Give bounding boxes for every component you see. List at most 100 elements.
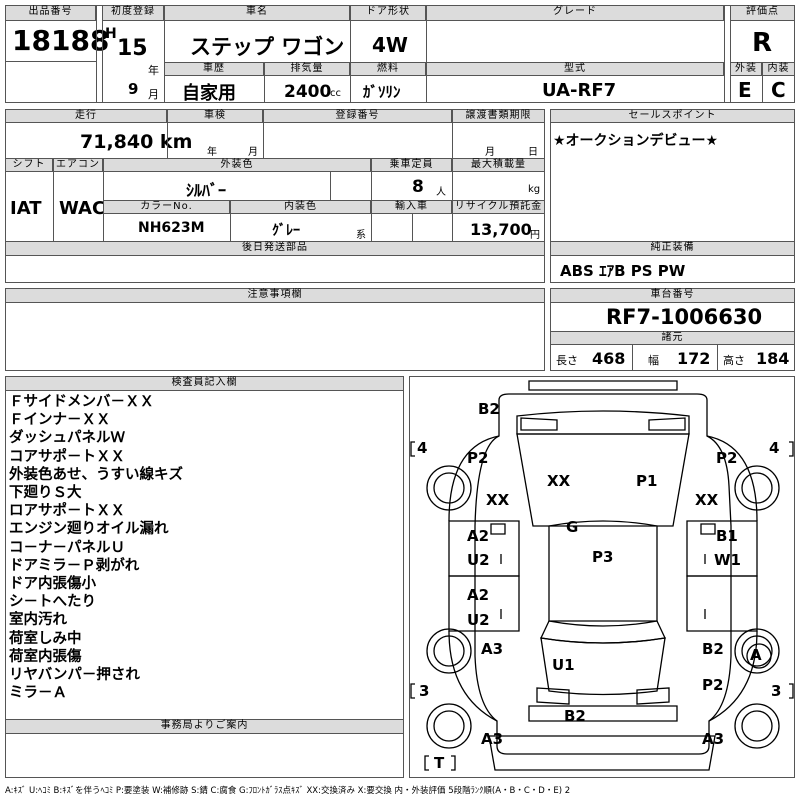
- era: H: [105, 26, 117, 42]
- reg-month: 9: [128, 80, 139, 98]
- note-line: ミラ－Ａ: [9, 685, 67, 702]
- caution-header: 注意事項欄: [5, 288, 545, 303]
- insp-year-unit: 年: [207, 147, 217, 158]
- width: 172: [677, 349, 711, 368]
- equipment-header: 純正装備: [550, 241, 795, 256]
- capacity-header: 乗車定員: [371, 158, 452, 172]
- displacement-unit: cc: [330, 88, 341, 99]
- history-header: 車歴: [164, 62, 264, 76]
- int-color-suffix: 系: [356, 230, 366, 241]
- ext-color: ｼﾙﾊﾞｰ: [186, 181, 227, 200]
- diagram-three-right: 3: [771, 682, 781, 700]
- month-unit: 月: [148, 88, 159, 101]
- displacement-header: 排気量: [264, 62, 350, 76]
- note-line: 荷室内張傷: [9, 648, 82, 665]
- door: 4W: [372, 33, 408, 57]
- mark-p2-left: P2: [467, 449, 489, 467]
- length: 468: [592, 349, 626, 368]
- mark-b1: B1: [716, 527, 738, 545]
- score: R: [752, 28, 773, 58]
- diagram-three-left: 3: [419, 682, 429, 700]
- recycle-header: リサイクル預託金: [452, 200, 545, 214]
- mark-xx-right: XX: [695, 491, 719, 509]
- mark-xx-hood: XX: [547, 472, 571, 490]
- mark-u2-fl: U2: [467, 551, 490, 569]
- int-color-header: 内装色: [230, 200, 371, 214]
- mark-p2-rear: P2: [702, 676, 724, 694]
- legend: A:ｷｽﾞ U:ﾍｺﾐ B:ｷｽﾞを伴うﾍｺﾐ P:要塗装 W:補修跡 S:錆 …: [5, 786, 571, 796]
- note-line: ダッシュパネルＷ: [9, 430, 125, 447]
- note-line: ロアサポ－トＸＸ: [9, 503, 125, 520]
- color-no: NH623M: [138, 220, 205, 236]
- import-header: 輸入車: [371, 200, 452, 214]
- exterior-header: 外装: [730, 62, 762, 76]
- length-label: 長さ: [556, 354, 578, 367]
- note-line: ドアミラ－Ｐ剥がれ: [9, 557, 140, 574]
- car-diagram: 4 4 3 3 T: [410, 380, 794, 772]
- model: UA-RF7: [542, 80, 617, 101]
- exterior-score: E: [738, 78, 752, 102]
- chassis-no: RF7-1006630: [606, 305, 763, 329]
- ac: WAC: [59, 198, 106, 219]
- office-header: 事務局よりご案内: [5, 719, 404, 734]
- mark-g: G: [566, 518, 579, 536]
- inspector-box: [5, 376, 404, 778]
- mark-a2-rl: A2: [467, 586, 490, 604]
- history: 自家用: [182, 83, 236, 104]
- mark-p3: P3: [592, 548, 614, 566]
- int-color: ｸﾞﾚｰ: [272, 223, 300, 239]
- model-header: 型式: [426, 62, 724, 76]
- top-section: [5, 5, 795, 103]
- shift: IAT: [10, 198, 42, 219]
- reg-year: 15: [117, 36, 148, 61]
- displacement: 2400: [284, 82, 332, 102]
- load-header: 最大積載量: [452, 158, 545, 172]
- mark-a3-br: A3: [702, 730, 725, 748]
- mark-a3-bl: A3: [481, 730, 504, 748]
- transfer-header: 譲渡書類期限: [452, 109, 545, 123]
- door-header: ドア形状: [350, 5, 426, 21]
- mark-b2-top: B2: [478, 400, 500, 418]
- lot-no-header: 出品番号: [5, 5, 96, 21]
- specs-header: 諸元: [550, 331, 795, 345]
- mileage-header: 走行: [5, 109, 167, 123]
- chassis-header: 車台番号: [550, 288, 795, 303]
- interior-score: C: [771, 78, 786, 102]
- grade-header: グレード: [426, 5, 724, 21]
- note-line: 室内汚れ: [9, 612, 67, 629]
- recycle-unit: 円: [530, 230, 540, 241]
- transfer-month-unit: 月: [485, 147, 495, 158]
- note-line: 荷室しみ中: [9, 630, 82, 647]
- inspection-header: 車検: [167, 109, 263, 123]
- note-line: ドア内張傷小: [9, 576, 96, 593]
- mark-p2-right: P2: [716, 449, 738, 467]
- fuel-header: 燃料: [350, 62, 426, 76]
- mark-a3-left: A3: [481, 640, 504, 658]
- note-line: コ－ナ－パネルＵ: [9, 539, 125, 556]
- diagram-four-left: 4: [417, 439, 427, 457]
- ac-header: エアコン: [53, 158, 103, 172]
- inspector-notes: Ｆサイドメンバ－ＸＸ Ｆインナ－ＸＸ ダッシュパネルＷ コアサポ－トＸＸ 外装色…: [9, 393, 183, 702]
- later-parts-header: 後日発送部品: [5, 241, 545, 256]
- height-label: 高さ: [723, 354, 745, 367]
- capacity: 8: [412, 177, 424, 197]
- interior-header: 内装: [762, 62, 795, 76]
- year-unit: 年: [148, 64, 159, 77]
- mark-u2-rl: U2: [467, 611, 490, 629]
- note-line: コアサポ－トＸＸ: [9, 448, 125, 465]
- mark-a2-fl: A2: [467, 527, 490, 545]
- equipment: ABS ｴｱB PS PW: [560, 262, 686, 280]
- capacity-unit: 人: [436, 187, 446, 198]
- inspector-header: 検査員記入欄: [5, 376, 404, 391]
- mileage: 71,840 km: [80, 131, 193, 153]
- height: 184: [756, 349, 790, 368]
- recycle: 13,700: [470, 220, 532, 239]
- sales-point: ★オークションデビュー★: [553, 133, 719, 149]
- shift-header: シフト: [5, 158, 53, 172]
- lot-no: 18188: [12, 24, 110, 57]
- mark-w1: W1: [714, 551, 741, 569]
- note-line: 下廻りＳ大: [9, 485, 82, 502]
- fuel: ｶﾞｿﾘﾝ: [363, 83, 401, 101]
- note-line: リヤバンパ－押され: [9, 667, 140, 684]
- mark-u1: U1: [552, 656, 575, 674]
